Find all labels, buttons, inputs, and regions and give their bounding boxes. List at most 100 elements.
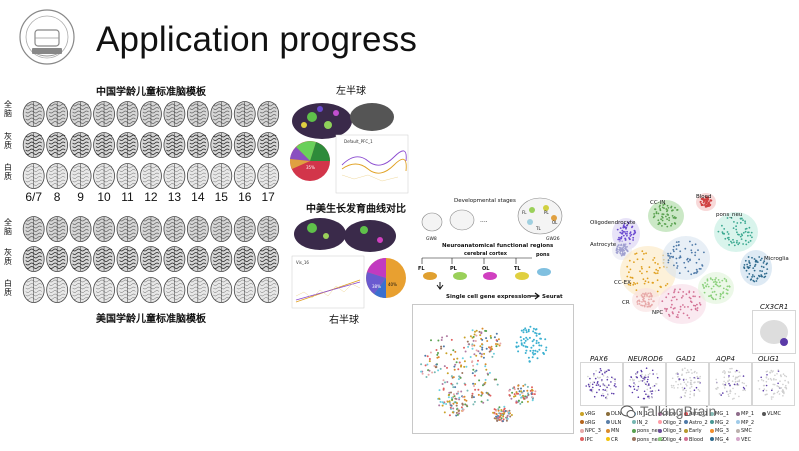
tsne-point bbox=[443, 411, 446, 414]
gene-expression-point bbox=[634, 383, 636, 386]
tsne-point bbox=[528, 336, 531, 339]
tsne-point bbox=[480, 353, 483, 356]
umap-point bbox=[748, 261, 751, 264]
umap-point bbox=[749, 279, 752, 281]
gene-expression-point bbox=[765, 370, 768, 373]
umap-point bbox=[735, 228, 738, 231]
umap-point bbox=[629, 238, 631, 241]
tsne-point bbox=[532, 344, 535, 347]
tsne-point bbox=[534, 331, 537, 334]
umap-point bbox=[743, 264, 746, 266]
gene-expression-point bbox=[591, 390, 594, 393]
umap-point bbox=[624, 232, 627, 235]
brain-slice bbox=[116, 216, 139, 242]
brain-slice bbox=[163, 163, 186, 189]
tsne-point bbox=[435, 349, 438, 351]
legend-swatch bbox=[632, 420, 636, 424]
umap-point bbox=[678, 272, 681, 274]
umap-point bbox=[721, 231, 724, 233]
umap-point bbox=[643, 252, 645, 255]
gene-expression-point bbox=[726, 390, 729, 393]
umap-point bbox=[759, 270, 761, 272]
brain-slice bbox=[186, 163, 209, 189]
umap-point bbox=[747, 256, 750, 258]
umap-point bbox=[623, 243, 625, 246]
gene-expression-point bbox=[647, 394, 649, 396]
umap-point bbox=[719, 295, 722, 298]
umap-point bbox=[721, 224, 723, 227]
umap-point bbox=[696, 303, 698, 306]
gene-expression-point bbox=[735, 369, 738, 372]
tsne-point bbox=[477, 388, 480, 391]
tsne-point bbox=[444, 381, 446, 384]
legend-swatch bbox=[710, 420, 714, 424]
umap-point bbox=[712, 281, 715, 283]
brain-slice bbox=[257, 277, 280, 303]
umap-point bbox=[633, 261, 635, 263]
tsne-point bbox=[463, 365, 466, 368]
gene-expression-point bbox=[785, 386, 787, 389]
brain-slice bbox=[22, 246, 45, 272]
pipeline-diagram: Developmental stages GW8 .... FL PL OL T… bbox=[418, 197, 563, 300]
tsne-point bbox=[477, 350, 480, 353]
umap-point bbox=[671, 311, 674, 313]
gene-expression-point bbox=[729, 371, 732, 373]
tsne-point bbox=[495, 343, 497, 345]
tsne-point bbox=[499, 342, 502, 345]
gene-expression-point bbox=[686, 369, 689, 371]
gene-expression-point bbox=[785, 384, 787, 387]
umap-point bbox=[758, 275, 761, 278]
umap-point bbox=[765, 272, 768, 275]
umap-point bbox=[689, 297, 692, 300]
gene-expression-point bbox=[604, 389, 606, 391]
legend-item: Oligo_1 bbox=[658, 411, 682, 417]
tsne-point bbox=[524, 327, 527, 330]
umap-point bbox=[761, 275, 763, 278]
tsne-point bbox=[484, 365, 487, 368]
umap-point bbox=[717, 230, 720, 233]
tsne-point bbox=[486, 399, 489, 402]
umap-point bbox=[739, 235, 742, 238]
svg-label: Astrocyte bbox=[590, 242, 617, 248]
umap-point bbox=[664, 307, 666, 310]
umap-point bbox=[685, 293, 688, 296]
tsne-point bbox=[497, 415, 499, 417]
brain-slice bbox=[46, 216, 69, 242]
umap-point bbox=[751, 256, 753, 259]
umap-point bbox=[622, 246, 624, 249]
brain-slice bbox=[22, 277, 45, 303]
gene-expression-point bbox=[728, 379, 731, 381]
umap-point bbox=[635, 252, 638, 255]
umap-point bbox=[714, 280, 717, 283]
gene-expression-point bbox=[743, 388, 746, 390]
legend-item: Astro_2 bbox=[684, 420, 708, 426]
legend-item: IPC bbox=[580, 437, 593, 443]
umap-point bbox=[703, 287, 705, 289]
legend-item: MP_2 bbox=[736, 420, 754, 426]
gene-expression-point bbox=[728, 395, 730, 397]
gene-expression-point bbox=[696, 375, 699, 378]
svg-label: 38% bbox=[372, 284, 381, 289]
legend-swatch bbox=[710, 437, 714, 441]
tsne-point bbox=[424, 364, 427, 367]
umap-point bbox=[632, 239, 634, 241]
umap-point bbox=[760, 265, 763, 268]
gene-expression-point bbox=[633, 382, 635, 384]
gene-expression-point bbox=[648, 384, 650, 386]
gene-expression-point bbox=[690, 383, 693, 386]
umap-point bbox=[653, 257, 656, 259]
gene-expression-point bbox=[632, 385, 635, 388]
tsne-point bbox=[471, 372, 474, 375]
tsne-point bbox=[449, 406, 452, 409]
gene-expression-point bbox=[773, 378, 775, 381]
svg-label: NPC bbox=[652, 310, 663, 316]
tsne-point bbox=[452, 407, 455, 410]
umap-point bbox=[707, 285, 710, 288]
umap-point bbox=[710, 296, 713, 299]
tsne-point bbox=[492, 411, 495, 414]
umap-point bbox=[665, 296, 668, 299]
legend-label: Early bbox=[689, 428, 702, 434]
umap-point bbox=[723, 233, 725, 235]
tsne-point bbox=[517, 345, 520, 348]
gene-expression-point bbox=[598, 389, 600, 391]
